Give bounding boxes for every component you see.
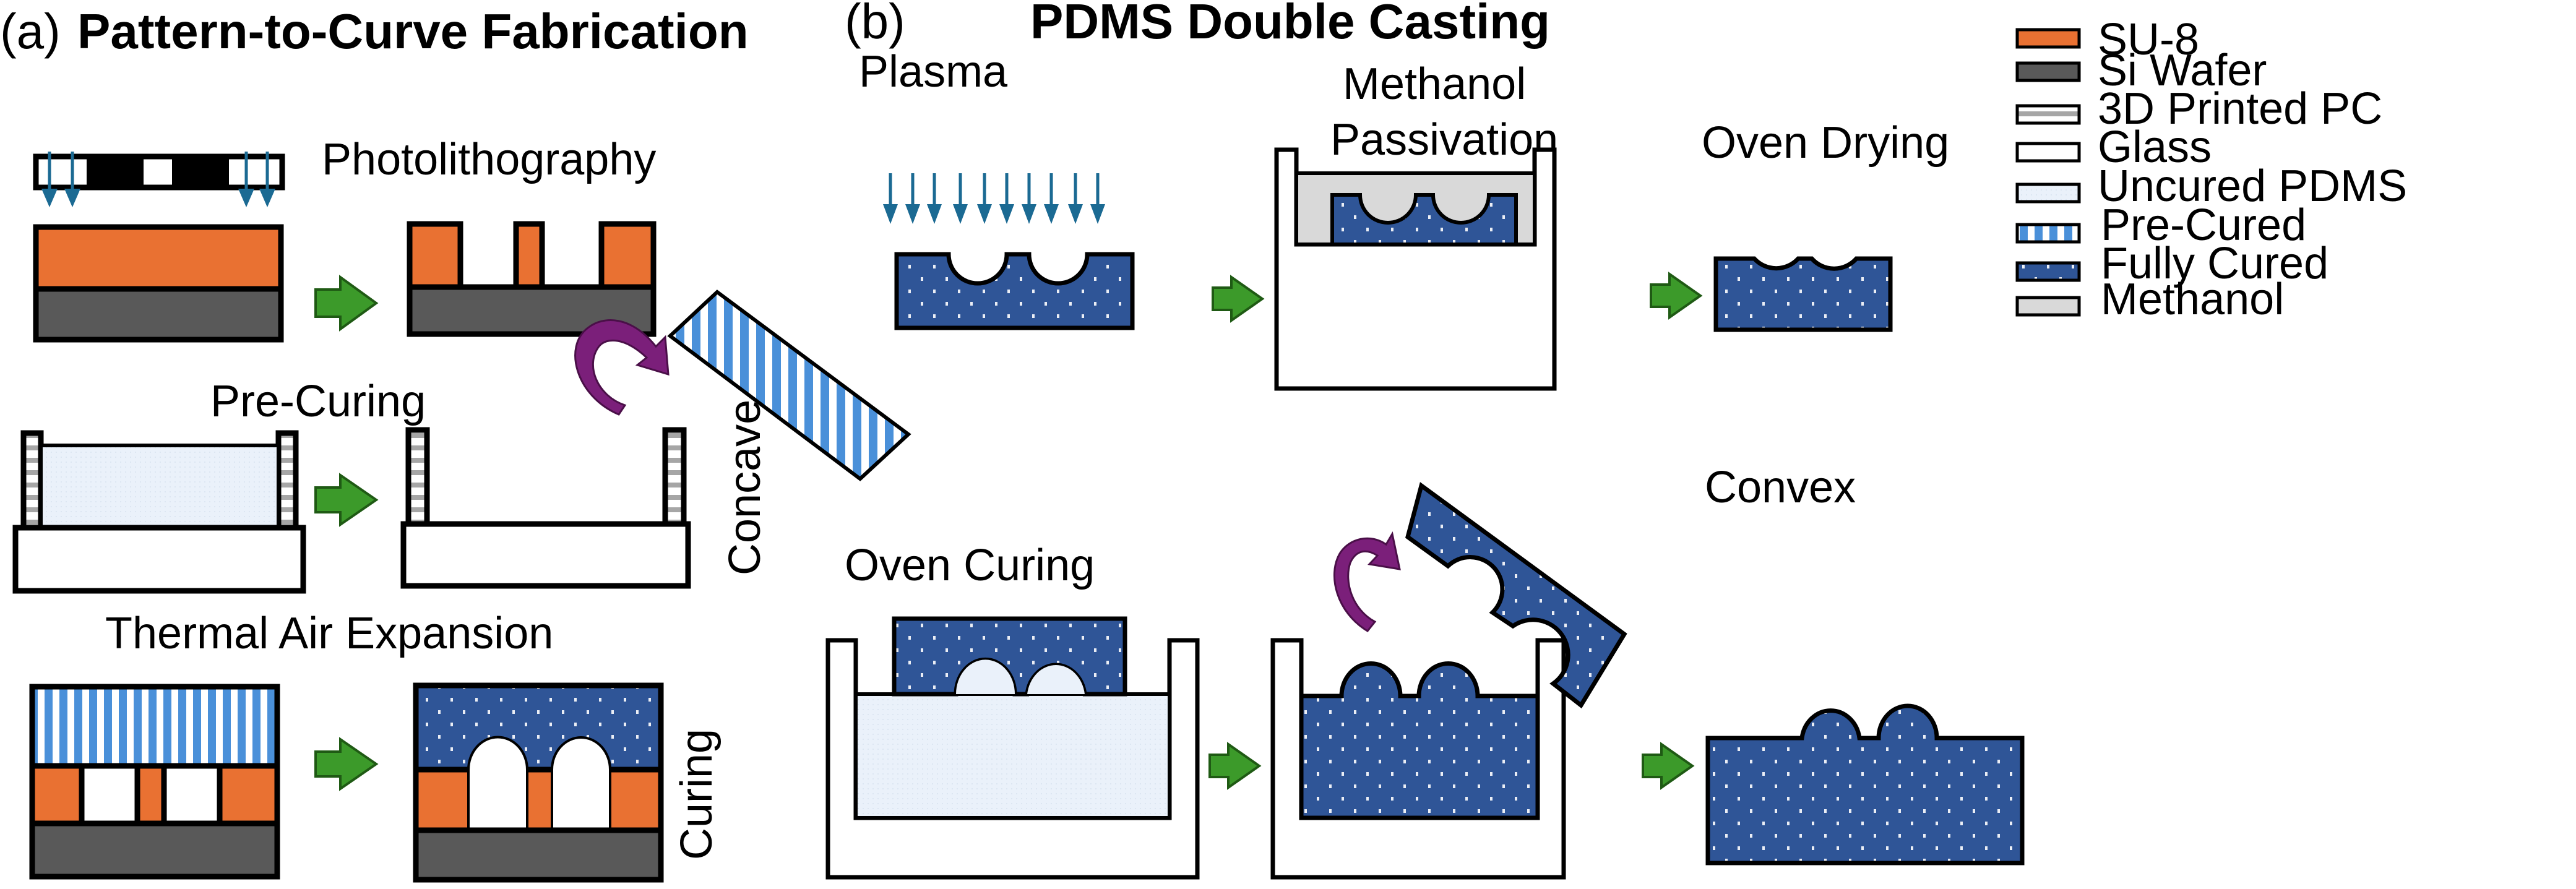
legend-item-su8: SU-8 [2015,15,2199,64]
step-label-pre-curing: Pre-Curing [210,377,426,426]
dried-cured-mold [1713,256,1893,332]
legend-swatch-pre-cured [2015,223,2081,244]
legend-label: Glass [2098,122,2212,172]
legend-item-uncured-pdms: Uncured PDMS [2015,161,2407,211]
panel-b-tag: (b) [845,0,905,49]
legend-label: SU-8 [2098,15,2199,64]
legend-swatch-printed-pc [2015,104,2081,125]
flip-arrow-icon [574,319,670,416]
process-arrow-icon [1650,272,1703,320]
legend-item-methanol: Methanol [2015,275,2284,324]
empty-mold [400,427,691,589]
step-label-oven-drying: Oven Drying [1702,118,1949,168]
legend-label: Fully Cured [2101,239,2328,288]
process-arrow-icon [1642,742,1695,790]
su8-coated-wafer [33,224,284,343]
step-label-methanol: Methanol [1343,59,1526,109]
step-label-photolithography: Photolithography [322,135,656,184]
flip-arrow-icon [1333,531,1401,632]
cured-with-domes-wafer [413,682,664,883]
legend-label: Pre-Cured [2101,200,2306,250]
demold-container [1270,638,1566,880]
legend-item-printed-pc: 3D Printed PC [2015,84,2382,134]
legend: SU-8 Si Wafer 3D Printed PC Glass Uncure… [2015,15,2407,324]
step-label-thermal-air-expansion: Thermal Air Expansion [105,609,553,658]
pre-curing-mold [12,430,306,594]
legend-swatch-su8 [2015,28,2081,49]
legend-item-fully-cured: Fully Cured [2015,239,2328,288]
legend-label: Uncured PDMS [2098,161,2407,211]
demolded-cured-slab-tilted [1405,482,1627,709]
step-label-passivation: Passivation [1330,115,1558,165]
legend-item-glass: Glass [2015,122,2212,172]
photomask [33,153,285,191]
process-arrow-icon [314,473,379,527]
process-arrow-icon [314,275,379,332]
final-convex-replica [1705,703,2025,865]
step-label-convex: Convex [1705,463,1856,512]
oven-curing-container [825,616,1200,880]
legend-swatch-fully-cured [2015,261,2081,282]
panel-a-tag: (a) [0,4,61,59]
process-arrow-icon [1212,275,1265,323]
legend-swatch-glass [2015,142,2081,163]
legend-swatch-uncured-pdms [2015,183,2081,204]
legend-item-si-wafer: Si Wafer [2015,46,2267,95]
step-label-plasma: Plasma [859,47,1008,97]
uv-light-arrows [41,152,275,207]
process-arrow-icon [1208,742,1262,790]
legend-label: Methanol [2101,275,2284,324]
pre-cured-slab-tilted [667,290,911,481]
methanol-passivation-container [1274,147,1557,391]
legend-swatch-si-wafer [2015,61,2081,82]
legend-label: Si Wafer [2098,46,2267,95]
process-arrow-icon [314,737,379,791]
panel-b-title: PDMS Double Casting [1030,0,1550,49]
step-label-curing: Curing [672,729,722,860]
legend-swatch-methanol [2015,296,2081,317]
step-label-oven-curing: Oven Curing [845,541,1095,590]
legend-item-pre-cured: Pre-Cured [2015,200,2306,250]
pre-cured-on-su8-wafer [29,684,280,880]
plasma-treated-cured-mold [894,252,1135,330]
legend-label: 3D Printed PC [2098,84,2382,134]
step-label-concave: Concave [720,400,770,575]
plasma-arrows [883,173,1105,224]
patterned-su8-wafer [407,221,657,337]
panel-a-title: Pattern-to-Curve Fabrication [77,4,749,59]
